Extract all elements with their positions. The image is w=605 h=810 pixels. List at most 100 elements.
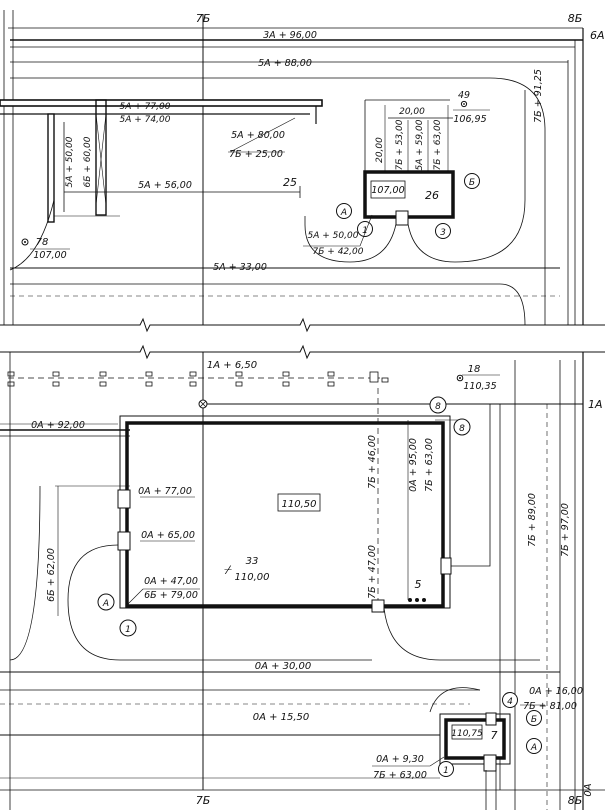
road-label: 1А + 6,50 (207, 360, 257, 371)
dot-icon (408, 598, 412, 602)
grid-label-7b-bottom: 7Б (196, 794, 211, 807)
axis-bubble-icon (502, 692, 518, 708)
marker-number: 78 (36, 237, 49, 248)
building-25-column (95, 99, 107, 216)
dot-icon (422, 598, 426, 602)
elevation-box (277, 493, 321, 512)
grid-label-8b-bottom: 8Б (568, 794, 583, 807)
building-5 (125, 421, 445, 608)
axis-bubble-icon (119, 619, 137, 637)
marker-number: 18 (468, 364, 481, 375)
coordinate-label: 6Б + 62,00 (46, 548, 57, 602)
axis-bubble-label: А (102, 599, 109, 609)
axis-bubble-icon (336, 203, 352, 219)
coordinate-label: 7Б + 97,00 (560, 503, 571, 557)
area-number: 33 (246, 556, 259, 567)
axis-bubble-label: 3 (440, 228, 446, 238)
road-curb (429, 687, 481, 713)
axis-bubble-label: 1 (125, 625, 131, 635)
building-5-door (440, 557, 452, 575)
coordinate-label: 6Б + 79,00 (144, 590, 198, 601)
axis-bubble-icon (97, 593, 115, 611)
coordinate-label: 7Б + 63,00 (433, 119, 443, 170)
coordinate-label: 7Б + 42,00 (313, 247, 364, 257)
axis-bubble-label: Б (469, 178, 475, 188)
coordinate-label: 5А + 50,00 (308, 231, 359, 241)
coordinate-label: 0А + 47,00 (144, 576, 198, 587)
axis-bubble-icon (429, 396, 447, 414)
coordinate-label: 7Б + 63,00 (373, 770, 427, 781)
building-7-elevation: 110,75 (451, 729, 483, 739)
grid-label-0a: 0А (583, 783, 594, 796)
coordinate-label: 7Б + 25,00 (229, 149, 283, 160)
leader-line (359, 214, 373, 247)
axis-bubble-icon (464, 173, 480, 189)
marker-point-icon (459, 377, 461, 379)
coordinate-label: 7Б + 81,00 (523, 701, 577, 712)
coordinate-label: 7Б + 47,00 (367, 545, 378, 599)
building-25-wall (47, 113, 55, 223)
grid-label-6a: 6А (590, 29, 605, 42)
building-5-number: 5 (415, 578, 422, 591)
coordinate-label: 0А + 95,00 (408, 438, 419, 492)
coordinate-label: 0А + 9,30 (376, 754, 424, 765)
building-7-outline (439, 713, 511, 765)
road-curb (383, 607, 540, 661)
building-5-door (117, 531, 131, 551)
building-5-door (371, 599, 385, 613)
marker-elevation: 110,35 (463, 381, 496, 392)
coordinate-label: 5А + 59,00 (415, 119, 425, 170)
axis-bubble-label: А (530, 743, 537, 753)
marker-number: 49 (458, 90, 470, 101)
axis-bubble-icon (453, 418, 471, 436)
leader-line (429, 756, 445, 767)
coordinate-label: 7Б + 53,00 (395, 119, 405, 170)
leader-line (229, 117, 296, 153)
grid-label-1a: 1А (588, 398, 603, 411)
building-25-label: 5А + 74,00 (120, 115, 171, 125)
dimension-value: 20,00 (375, 137, 385, 163)
building-5-elevation: 110,50 (282, 499, 317, 510)
axis-bubble-icon (526, 710, 542, 726)
axis-bubble-icon (526, 738, 542, 754)
driveway-curb (304, 216, 397, 263)
road-curb (10, 77, 546, 325)
axis-bubble-label: А (340, 208, 347, 218)
elevation-box (451, 724, 483, 740)
coordinate-label: 7Б + 89,00 (527, 493, 538, 547)
road-label: 5А + 88,00 (258, 58, 312, 69)
marker-elevation: 106,95 (453, 114, 486, 125)
building-26-entrance (395, 210, 409, 226)
building-25-wall (0, 99, 323, 107)
marker-point-icon (21, 238, 29, 246)
marker-point-icon (456, 374, 464, 382)
building-5-door (117, 489, 131, 509)
leader-line (127, 588, 144, 605)
axis-bubble-icon (435, 223, 451, 239)
building-25-label: 6Б + 60,00 (83, 136, 93, 187)
marker-point-icon (463, 103, 465, 105)
road-edge (10, 283, 526, 326)
axis-bubble-label: 8 (435, 402, 441, 412)
driveway-curb (407, 90, 526, 263)
building-25-number: 25 (283, 176, 297, 189)
marker-point-icon (24, 241, 26, 243)
road-label: 7Б + 91,25 (533, 69, 544, 123)
road-curb (451, 404, 491, 567)
grid-label-8b: 8Б (568, 12, 583, 25)
road-label: 5А + 33,00 (213, 262, 267, 273)
building-7-number: 7 (491, 729, 498, 742)
coordinate-label: 5А + 80,00 (231, 130, 285, 141)
road-label: 0А + 30,00 (255, 661, 312, 672)
slope-mark-icon: ⌿ (224, 563, 232, 578)
road-curb (9, 199, 55, 271)
lamp-posts (7, 371, 389, 387)
grid-label-7b: 7Б (196, 12, 211, 25)
axis-bubble-label: Б (531, 715, 537, 725)
building-26 (363, 170, 455, 219)
axis-bubble-icon (357, 221, 373, 237)
column-cross (95, 113, 107, 206)
cross-circle-icon (199, 400, 207, 408)
coordinate-label: 0А + 77,00 (138, 486, 192, 497)
